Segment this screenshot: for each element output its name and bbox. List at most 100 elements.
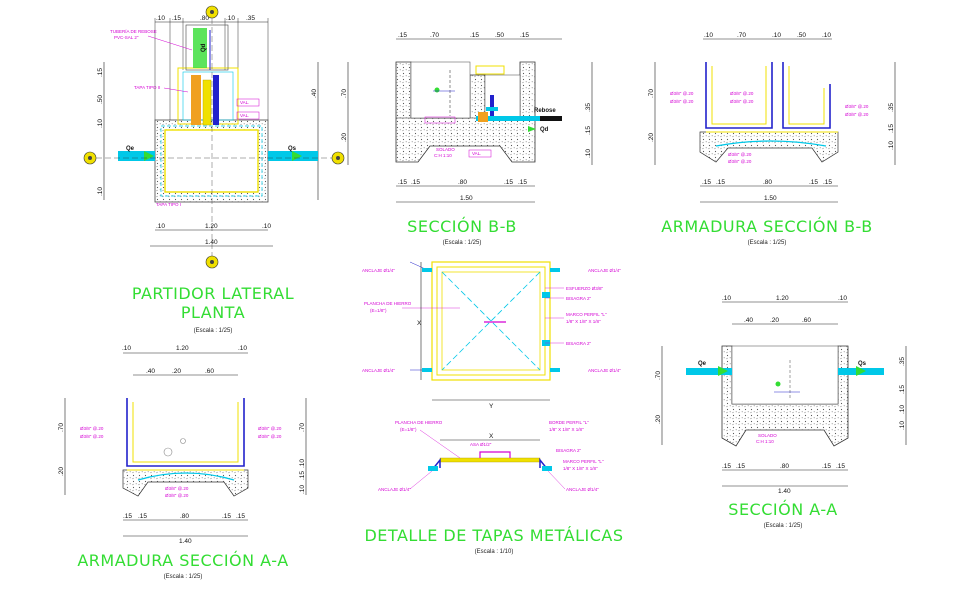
sec-bb-dim-bottom-1: .15 xyxy=(411,179,420,186)
tapa-sec-label-marco: MARCO PERFIL "L" xyxy=(563,459,604,464)
plan-dim-top-3: .10 xyxy=(226,15,235,22)
sec-aa-dim-right-0: .35 xyxy=(899,357,906,366)
arm-bb-bar-h: Ø3/8" @.20 xyxy=(728,159,752,164)
arm-bb-dim-total: 1.50 xyxy=(764,195,777,202)
tapa-dim-y: Y xyxy=(489,403,494,410)
arm-bb-rebar-1 xyxy=(705,62,773,129)
sec-aa-dim-bottom-0: .15 xyxy=(722,463,731,470)
arm-aa-dim-right-0: .70 xyxy=(299,423,306,432)
sec-bb-qd: Qd xyxy=(540,127,549,133)
sec-aa-dim-inner-2: .60 xyxy=(802,317,811,324)
plan-view: .10 .15 .80 .10 .35 .15 .50 .10 .10 .40 … xyxy=(83,5,345,334)
plan-pipe-yellow xyxy=(202,79,212,126)
plan-title-line2: PLANTA xyxy=(181,303,245,322)
plan-scale: (Escala : 1/25) xyxy=(194,328,233,334)
tapa-label-marco-dim: 1/8" X 1/8" X 1/8" xyxy=(566,319,601,324)
arm-aa-title: ARMADURA SECCIÓN A-A xyxy=(77,551,288,570)
sec-bb-dim-top-3: .50 xyxy=(495,32,504,39)
plan-inlet-pipe xyxy=(118,151,155,161)
arm-bb-dim-bottom-1: .15 xyxy=(716,179,725,186)
tapa-sec-label-anclaje-r: ANCLAJE Ø1/4" xyxy=(566,487,599,492)
arm-aa-dim-top-1: 1.20 xyxy=(176,345,189,352)
sec-bb-rebose: Rebose xyxy=(534,108,556,114)
sec-bb-dim-top-0: .15 xyxy=(398,32,407,39)
sec-aa-solado: SOLADO xyxy=(758,433,777,438)
arm-bb-dim-right-2: .10 xyxy=(888,141,895,150)
sec-aa-dim-left-0: .70 xyxy=(655,371,662,380)
plan-qe-label: Qe xyxy=(126,146,135,152)
arm-bb-base xyxy=(699,131,839,163)
sec-aa-dim-inner-0: .40 xyxy=(744,317,753,324)
sec-bb-title: SECCIÓN B-B xyxy=(407,217,517,236)
tapa-sec-label-borde: BORDE PERFIL "L" xyxy=(549,420,589,425)
plan-pipe-blue xyxy=(213,75,219,125)
arm-aa-dim-inner-0: .40 xyxy=(146,368,155,375)
sec-aa-dim-bottom-4: .15 xyxy=(836,463,845,470)
tapa-outer-frame xyxy=(431,261,551,381)
sec-aa-title: SECCIÓN A-A xyxy=(728,500,837,519)
plan-pipe-green xyxy=(193,28,207,68)
arm-bb-bar-g: Ø3/8" @.20 xyxy=(728,152,752,157)
armadura-aa: .10 1.20 .10 .40 .20 .60 .70 .20 .70 .10… xyxy=(58,345,307,580)
arm-bb-bar-c: Ø3/8" @.20 xyxy=(730,91,754,96)
tapa-brace-1 xyxy=(441,271,541,371)
plan-label-val-2: VAL. xyxy=(240,113,249,118)
arm-bb-bar-f: Ø3/8" @.20 xyxy=(845,112,869,117)
plan-dim-top-0: .10 xyxy=(156,15,165,22)
tapa-sec-label-bisagra: BISAGRA 2" xyxy=(556,448,582,453)
sec-aa-dim-top-0: .10 xyxy=(722,295,731,302)
sec-aa-dim-right-1: .15 xyxy=(899,385,906,394)
arm-bb-rebar-2 xyxy=(782,62,831,129)
tapas-detail: ANCLAJE Ø1/4" ANCLAJE Ø1/4" ANCLAJE Ø1/4… xyxy=(362,261,623,555)
sec-bb-dim-top-2: .15 xyxy=(470,32,479,39)
arm-aa-dim-bottom-3: .15 xyxy=(222,513,231,520)
plan-dim-top-1: .15 xyxy=(172,15,181,22)
plan-label-val-1: VAL. xyxy=(240,100,249,105)
plan-dim-left-3: .10 xyxy=(97,187,104,196)
arm-bb-dim-bottom-4: .15 xyxy=(823,179,832,186)
arm-bb-title: ARMADURA SECCIÓN B-B xyxy=(661,217,872,236)
sec-bb-dim-bottom-0: .15 xyxy=(398,179,407,186)
plan-dim-left-0: .15 xyxy=(97,68,104,77)
tapa-label-plancha: PLANCHA DE HIERRO xyxy=(364,301,412,306)
arm-bb-dim-right-0: .35 xyxy=(888,103,895,112)
plan-chamber-inner xyxy=(164,129,259,193)
sec-aa-dim-bottom-1: .15 xyxy=(736,463,745,470)
sec-aa-dim-inner-1: .20 xyxy=(770,317,779,324)
arm-bb-scale: (Escala : 1/25) xyxy=(748,240,787,246)
sec-bb-ch: C:H 1:10 xyxy=(434,153,452,158)
arm-bb-dim-top-4: .10 xyxy=(822,32,831,39)
tapa-label-marco: MARCO PERFIL "L" xyxy=(566,312,607,317)
tapa-sec-label-marco-dim: 1/8" X 1/8" X 1/8" xyxy=(563,466,598,471)
plan-dim-top-2: .80 xyxy=(200,15,209,22)
arm-bb-dim-top-3: .50 xyxy=(797,32,806,39)
tapa-label-plancha-e: (E=1/8") xyxy=(370,308,387,313)
arm-aa-rebar-inner xyxy=(132,402,239,463)
plan-label-tapa1: TAPA TIPO I xyxy=(156,202,181,207)
tapa-sec-label-plancha: PLANCHA DE HIERRO xyxy=(395,420,443,425)
arm-bb-dim-bottom-0: .15 xyxy=(702,179,711,186)
plan-qs-label: Qs xyxy=(288,146,297,152)
tapa-label-anclaje-tr: ANCLAJE Ø1/4" xyxy=(588,268,621,273)
arm-bb-dim-left-0: .70 xyxy=(648,89,655,98)
sec-bb-dim-right-2: .10 xyxy=(585,149,592,158)
section-bb: .15 .70 .15 .50 .15 .70 .20 .35 .15 .10 … xyxy=(341,32,593,246)
plan-title-line1: PARTIDOR LATERAL xyxy=(132,284,294,303)
tapa-section-asa xyxy=(479,451,511,458)
tapa-label-anclaje-br: ANCLAJE Ø1/4" xyxy=(588,368,621,373)
section-aa: .10 1.20 .10 .40 .20 .60 .70 .20 .35 .15… xyxy=(655,295,907,529)
sec-aa-qe: Qe xyxy=(698,361,707,367)
tapa-dim-x-side: X xyxy=(417,320,422,327)
plan-dim-bottom-120: 1.20 xyxy=(205,223,218,230)
sec-bb-dim-bottom-3: .15 xyxy=(504,179,513,186)
arm-bb-rebar-inner-2 xyxy=(788,66,825,125)
arm-bb-bar-d: Ø3/8" @.20 xyxy=(730,99,754,104)
sec-bb-solado: SOLADO xyxy=(436,147,455,152)
tapa-brace-2 xyxy=(441,271,541,371)
sec-bb-dim-left-1: .20 xyxy=(341,133,348,142)
arm-bb-dim-bottom-2: .80 xyxy=(763,179,772,186)
sec-bb-dim-top-4: .15 xyxy=(520,32,529,39)
plan-qd-label: Qd xyxy=(201,43,207,52)
plan-dim-left-1: .50 xyxy=(97,95,104,104)
